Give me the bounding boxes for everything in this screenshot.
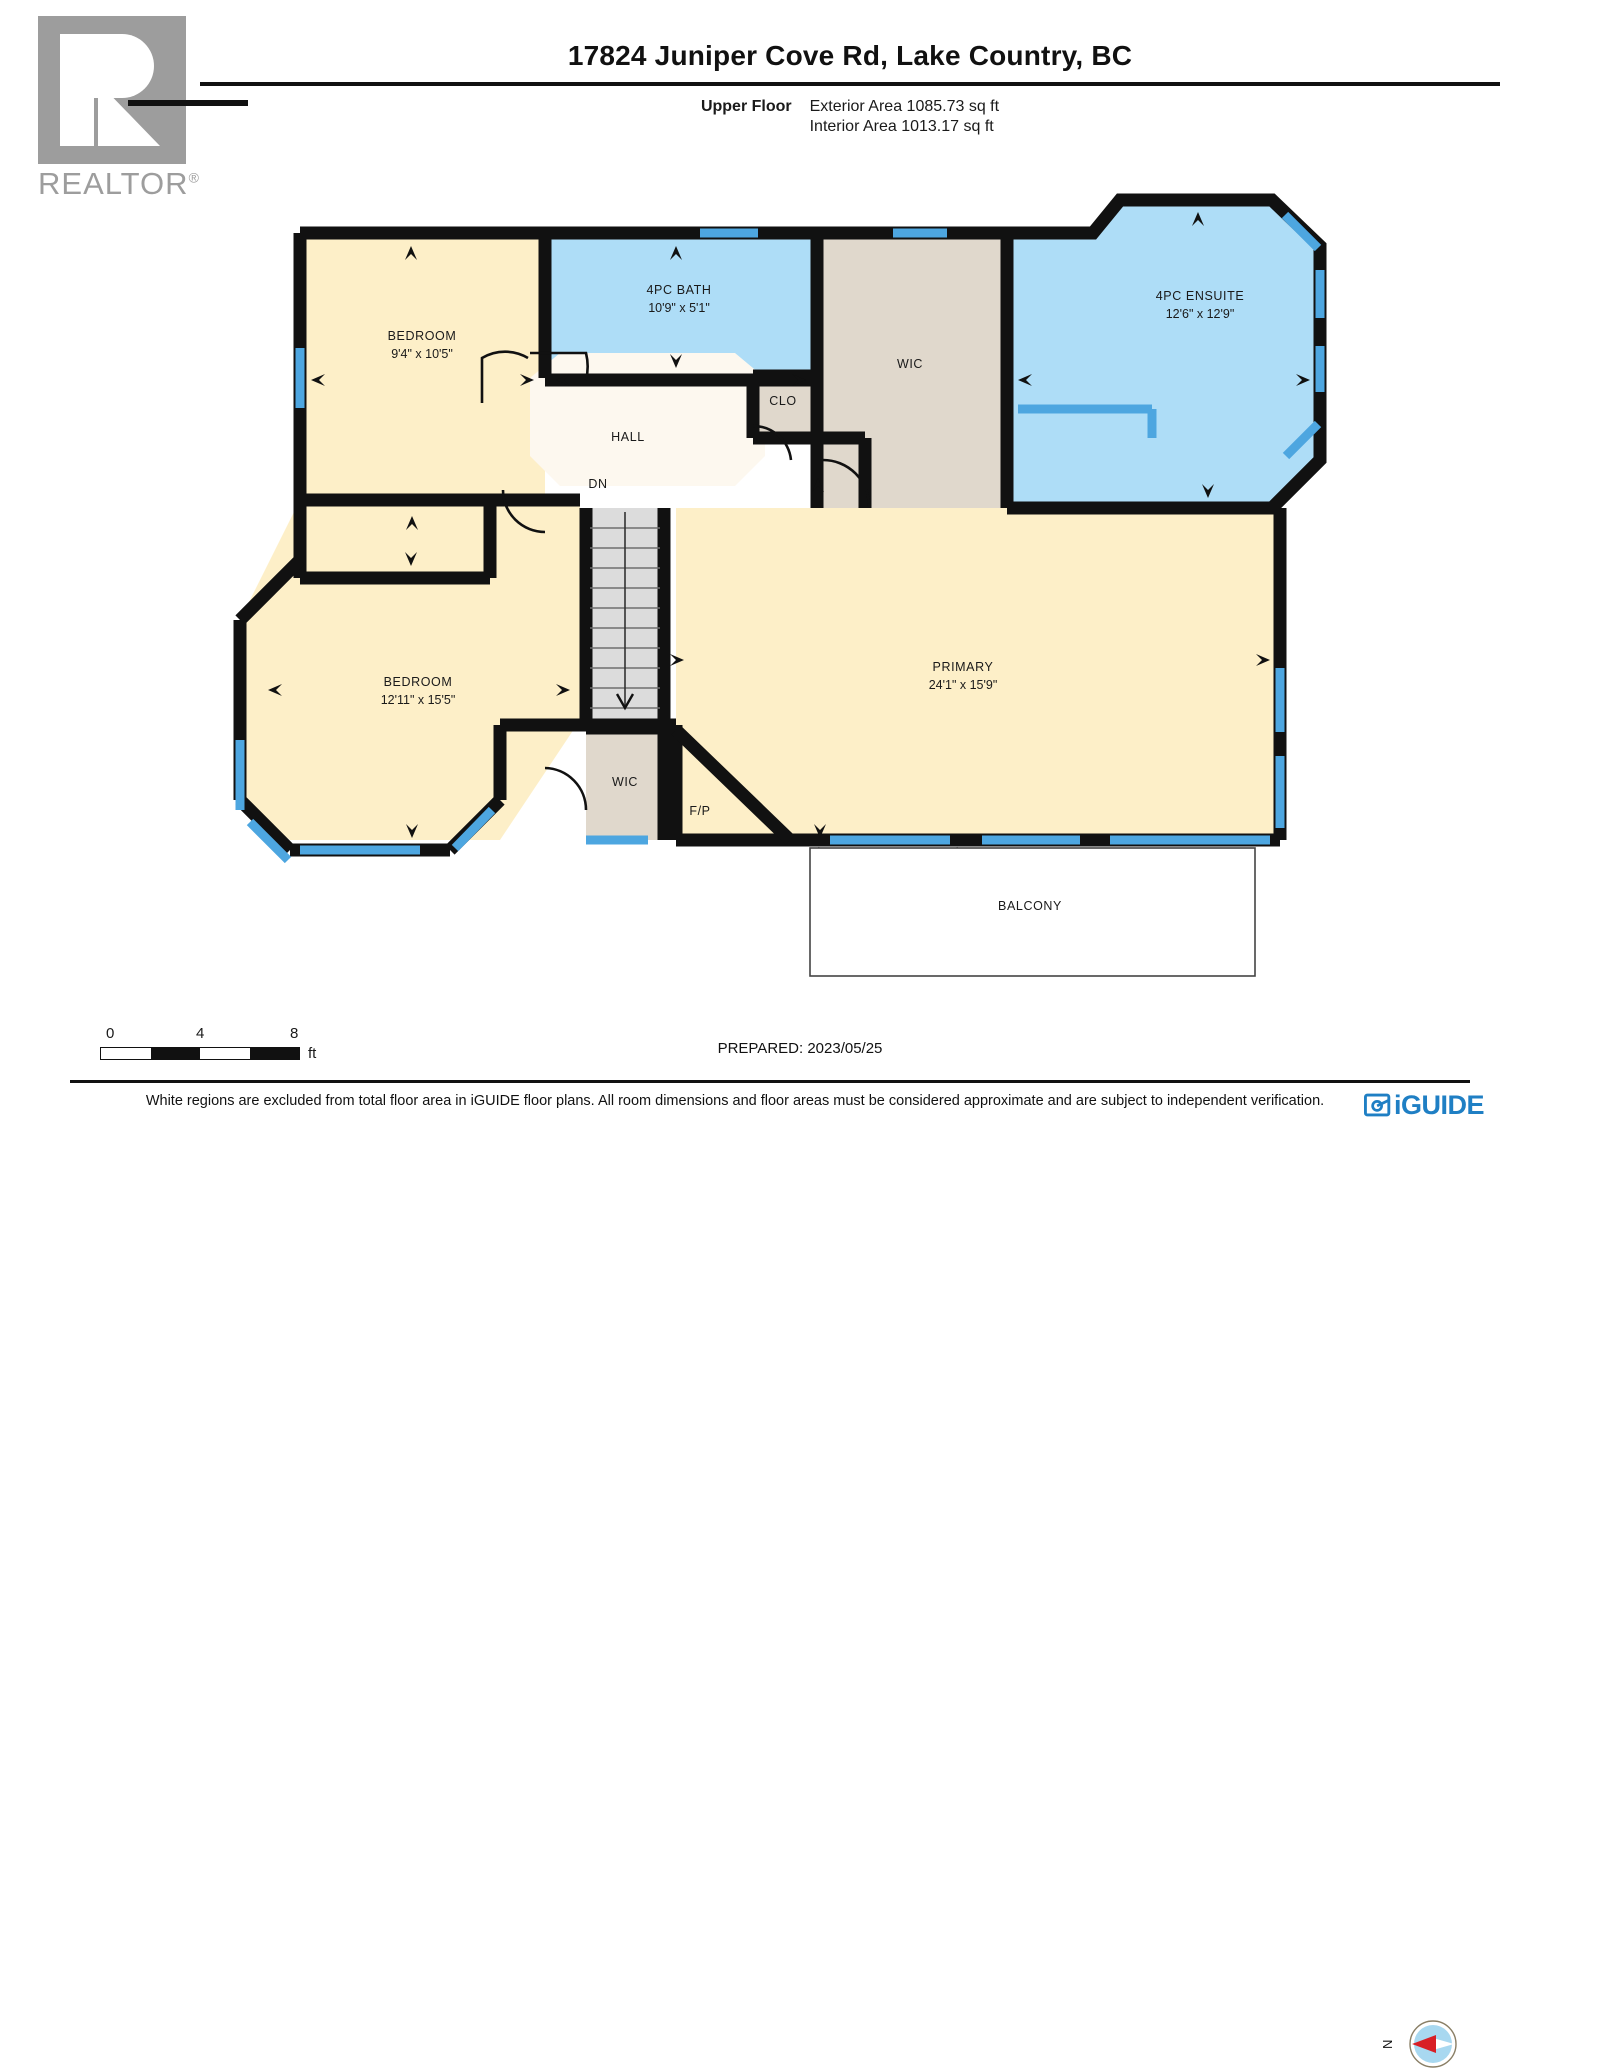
- disclaimer-text: White regions are excluded from total fl…: [145, 1093, 1325, 1109]
- floor-plan-svg: BEDROOM 9'4" x 10'5" 4PC BATH 10'9" x 5'…: [233, 193, 1327, 977]
- view-marker-bed2-left: [268, 684, 282, 696]
- room-dim-bath: 10'9" x 5'1": [648, 301, 710, 315]
- page-footer: 0 4 8 ft PREPARED: 2023/05/25 N White re…: [0, 1000, 1600, 2068]
- room-label-ensuite: 4PC ENSUITE: [1156, 289, 1245, 303]
- balcony-region: [809, 847, 1256, 977]
- view-marker-ensuite-up: [1192, 212, 1204, 226]
- view-marker-ensuite-down: [1202, 484, 1214, 498]
- window-ensuite-bay-ne: [1281, 211, 1322, 252]
- scale-segment-4: [249, 1048, 299, 1059]
- prepared-date: PREPARED: 2023/05/25: [717, 1040, 883, 1057]
- scale-tick-8: 8: [290, 1025, 299, 1042]
- view-marker-down: [405, 552, 417, 566]
- iguide-wordmark: iGUIDE: [1393, 1089, 1485, 1120]
- room-dim-bedroom-upper: 9'4" x 10'5": [391, 347, 453, 361]
- title-divider: [200, 82, 1500, 86]
- room-label-wic-upper: WIC: [897, 357, 923, 371]
- page-title: 17824 Juniper Cove Rd, Lake Country, BC: [567, 40, 1133, 71]
- stairs-down-arrow: [615, 693, 635, 711]
- page-header: REALTOR® 17824 Juniper Cove Rd, Lake Cou…: [0, 0, 1600, 201]
- view-marker-bed2-right: [556, 684, 570, 696]
- realtor-wordmark-text: REALTOR: [38, 166, 189, 201]
- door-wic-lower: [544, 766, 588, 811]
- scale-tick-4: 4: [196, 1025, 205, 1042]
- footer-divider: [70, 1080, 1470, 1083]
- windows: [235, 211, 1325, 864]
- door-bath: [530, 351, 589, 381]
- view-marker-stair-right: [670, 654, 684, 666]
- room-fill-wic-upper: [817, 233, 1007, 508]
- floor-plan: BEDROOM 9'4" x 10'5" 4PC BATH 10'9" x 5'…: [0, 160, 1600, 1010]
- realtor-wordmark: REALTOR®: [38, 166, 213, 202]
- registered-mark: ®: [188, 169, 200, 186]
- view-marker-bath-up: [670, 246, 682, 260]
- view-marker-primary-right: [1256, 654, 1270, 666]
- iguide-logo: iGUIDE: [1364, 1088, 1485, 1122]
- view-marker-bath-left: [556, 374, 570, 386]
- scale-segment-2: [150, 1048, 200, 1059]
- stairs: [590, 512, 660, 711]
- door-clo: [752, 424, 793, 461]
- view-marker-left: [311, 374, 325, 386]
- door-primary-entry: [822, 458, 871, 507]
- view-marker-primary-down: [814, 824, 826, 838]
- door-bedroom-upper: [480, 350, 529, 403]
- view-marker-bed2-up: [406, 516, 418, 530]
- view-marker-bath-right: [792, 374, 806, 386]
- view-marker-up: [405, 246, 417, 260]
- room-label-clo: CLO: [769, 394, 797, 408]
- interior-area: Interior Area 1013.17 sq ft: [809, 118, 994, 135]
- view-marker-bath-down: [670, 354, 682, 368]
- window-bedroom-lower-se: [451, 806, 496, 852]
- room-label-stairs-dn: DN: [588, 477, 607, 491]
- room-dim-ensuite: 12'6" x 12'9": [1166, 307, 1235, 321]
- room-fill-hall: [530, 353, 765, 486]
- window-bedroom-lower-sw: [246, 818, 292, 864]
- scale-unit: ft: [308, 1045, 317, 1062]
- fireplace-wall: [671, 725, 795, 845]
- area-summary: Upper Floor Exterior Area 1085.73 sq ft …: [200, 96, 1500, 136]
- view-marker-wic-left: [1018, 374, 1032, 386]
- realtor-logo-bar: [128, 100, 248, 106]
- view-marker-right: [520, 374, 534, 386]
- window-ensuite-bay-se: [1282, 420, 1322, 460]
- room-label-balcony: BALCONY: [998, 899, 1062, 913]
- view-marker-hall-up: [812, 478, 824, 492]
- room-label-primary: PRIMARY: [933, 660, 994, 674]
- room-fill-ensuite: [1007, 200, 1320, 508]
- room-label-bedroom-upper: BEDROOM: [388, 329, 457, 343]
- scale-tick-0: 0: [106, 1025, 115, 1042]
- room-dim-primary: 24'1" x 15'9": [929, 678, 998, 692]
- exterior-area: Exterior Area 1085.73 sq ft: [809, 98, 1000, 115]
- compass-rose: N: [1380, 2020, 1457, 2068]
- room-label-bath: 4PC BATH: [647, 283, 712, 297]
- realtor-logo: REALTOR®: [38, 16, 248, 206]
- realtor-r-glyph: [60, 34, 160, 146]
- room-fill-wic-lower: [586, 728, 664, 840]
- scale-tick-labels: 0 4 8: [100, 1025, 340, 1045]
- room-label-fireplace: F/P: [689, 804, 710, 818]
- room-dim-bedroom-lower: 12'11" x 15'5": [381, 693, 456, 707]
- view-marker-ensuite-right: [1296, 374, 1310, 386]
- area-values: Exterior Area 1085.73 sq ft Interior Are…: [810, 96, 999, 136]
- door-hall-south: [501, 489, 546, 534]
- room-labels: BEDROOM 9'4" x 10'5" 4PC BATH 10'9" x 5'…: [381, 283, 1245, 913]
- room-fill-primary: [676, 508, 1280, 840]
- iguide-camera-icon: [1364, 1093, 1391, 1117]
- room-fill-bedroom-lower: [240, 500, 580, 840]
- scale-bar: 0 4 8 ft: [100, 1025, 340, 1062]
- compass-north-label: N: [1380, 2040, 1395, 2049]
- scale-rail: [100, 1047, 300, 1060]
- room-label-bedroom-lower: BEDROOM: [384, 675, 453, 689]
- realtor-logo-mark: [38, 16, 186, 164]
- room-label-wic-lower: WIC: [612, 775, 638, 789]
- title-block: 17824 Juniper Cove Rd, Lake Country, BC …: [200, 40, 1500, 136]
- floor-label: Upper Floor: [700, 98, 792, 115]
- view-marker-bed2-down: [406, 824, 418, 838]
- view-markers: [268, 212, 1310, 838]
- room-label-hall: HALL: [611, 430, 645, 444]
